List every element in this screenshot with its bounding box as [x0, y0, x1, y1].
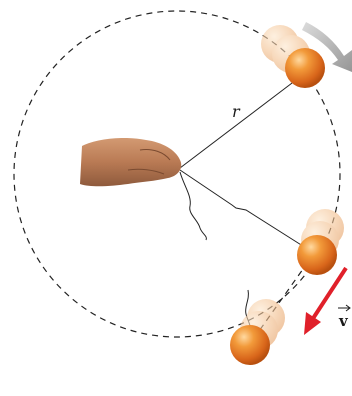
- string-bottom: [179, 169, 307, 249]
- velocity-label: v: [338, 304, 351, 330]
- velocity-arrow: [304, 266, 348, 335]
- ball-top: [285, 48, 325, 88]
- ball-right: [297, 235, 337, 275]
- hand: [80, 138, 182, 187]
- rotation-direction-arrow: [302, 22, 352, 72]
- svg-text:v: v: [338, 312, 349, 330]
- radius-label: r: [232, 102, 241, 121]
- loose-string-1: [179, 171, 207, 241]
- ball-released: [230, 325, 270, 365]
- string-top: [179, 79, 297, 169]
- circular-path: [13, 10, 341, 338]
